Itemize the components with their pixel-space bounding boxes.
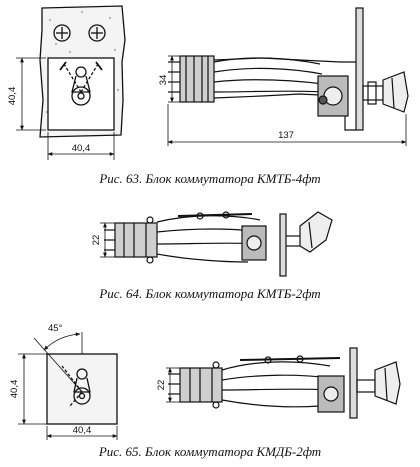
fig65-height: 22 xyxy=(156,380,167,391)
fig65-dim-width xyxy=(46,426,118,440)
fig63-side-view xyxy=(168,7,409,131)
fig65-side-view xyxy=(168,347,401,419)
fig63-face-width: 40,4 xyxy=(72,143,91,154)
fig64-height: 22 xyxy=(91,235,102,246)
fig63-caption: Рис. 63. Блок коммутатора КМТБ-4фт xyxy=(99,171,321,186)
fig63-dim-side-height xyxy=(168,55,180,103)
fig65-angle: 45° xyxy=(48,323,63,334)
screw-icon xyxy=(88,24,106,42)
fig65-face-height: 40,4 xyxy=(9,380,20,399)
fig63-dim-height xyxy=(16,57,46,131)
fig63-face-height: 40,4 xyxy=(7,87,18,106)
fig64-dim-height xyxy=(100,222,115,258)
fig65-dim-height xyxy=(18,353,47,425)
fig64-side-view xyxy=(104,211,333,277)
fig65-caption: Рис. 65. Блок коммутатора КМДБ-2фт xyxy=(98,444,322,459)
fig64-caption: Рис. 64. Блок коммутатора КМТБ-2фт xyxy=(99,286,321,301)
fig63-front-view xyxy=(39,5,126,138)
screw-icon xyxy=(53,24,71,42)
fig65-dim-side-height xyxy=(166,367,180,403)
fig63-height: 34 xyxy=(158,75,169,86)
fig65-face-width: 40,4 xyxy=(73,425,92,436)
fig63-dim-width xyxy=(47,132,115,160)
fig63-length: 137 xyxy=(278,130,294,141)
fig63-dim-length xyxy=(167,104,407,146)
fig65-angle-mark xyxy=(33,332,83,393)
